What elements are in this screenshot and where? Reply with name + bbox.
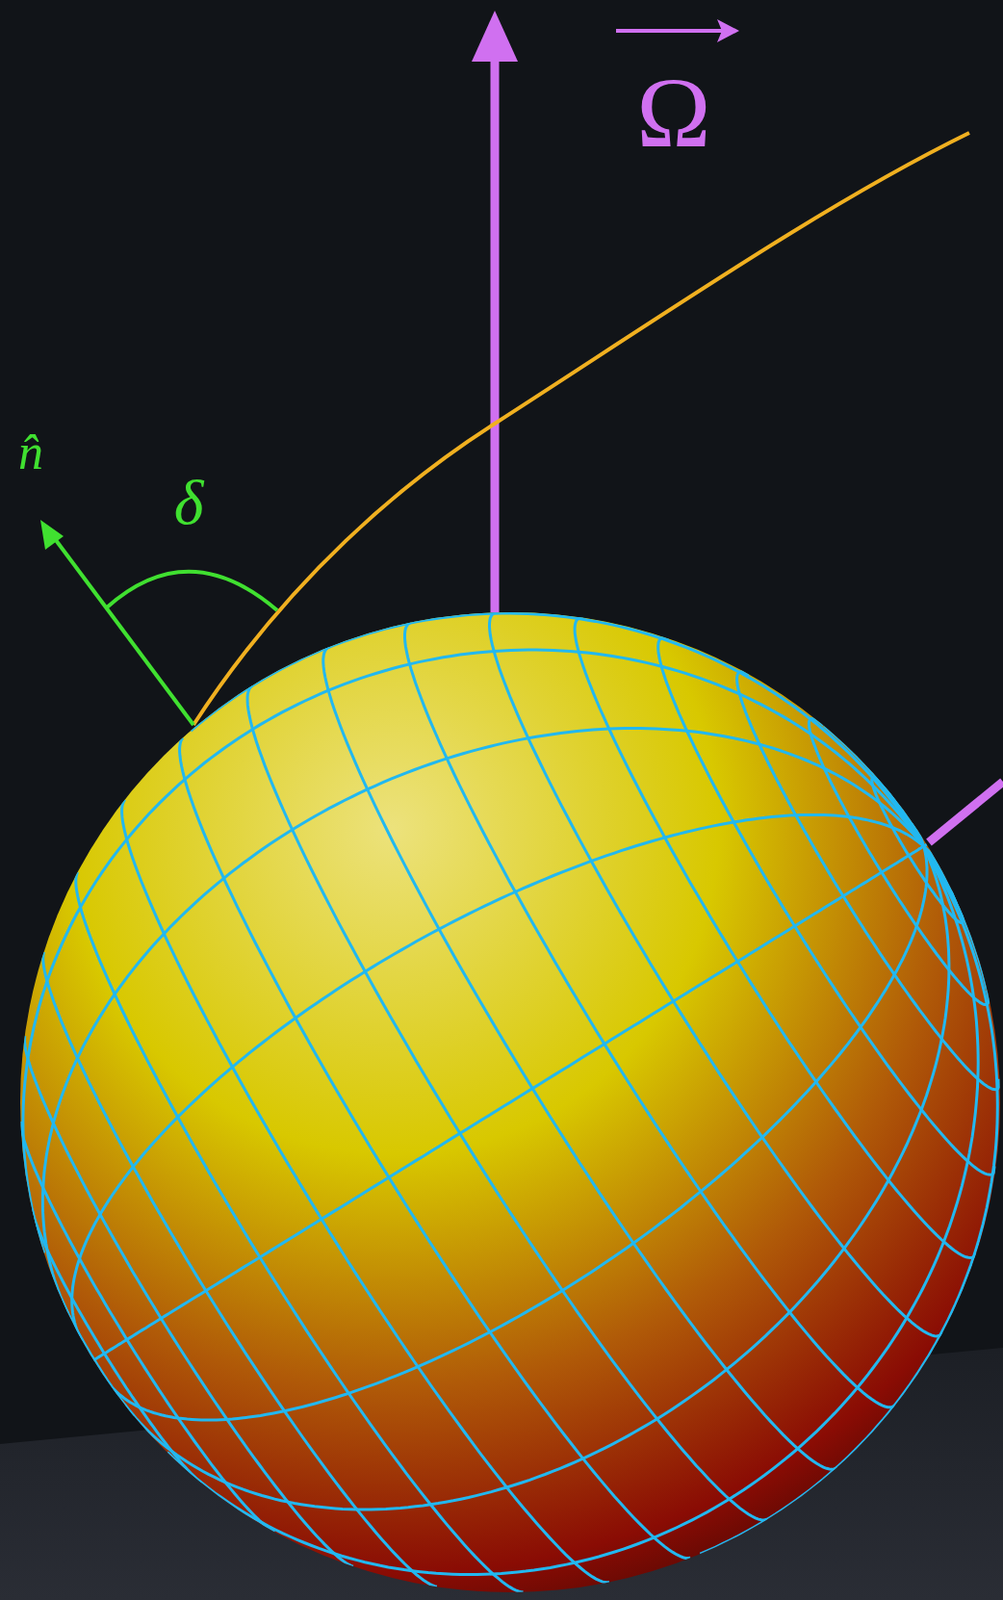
field-line [193,132,970,725]
normal-arrowhead [40,519,64,550]
grid-line [72,814,925,1340]
angle-arc [106,571,278,611]
vector-arrowhead [717,19,740,43]
axis-arrowhead [471,10,518,62]
coordinate-grid [21,612,1001,1593]
grid-line [93,846,924,1361]
grid-line [105,846,927,1420]
grid-line [23,649,925,1254]
grid-line [42,728,924,1313]
vector-arrow [616,28,727,33]
normal-label: n̂ [18,427,44,478]
grid-line [125,846,950,1510]
vector-label: Ω [636,62,711,163]
angle-label: δ [174,470,205,535]
grid-line [190,613,924,847]
grid-line [699,846,998,1554]
normal-vector [50,532,194,725]
magnetic-axis [928,781,1003,843]
rotation-axis [490,57,500,613]
grid-line [167,846,978,1575]
sphere [20,612,1001,1593]
